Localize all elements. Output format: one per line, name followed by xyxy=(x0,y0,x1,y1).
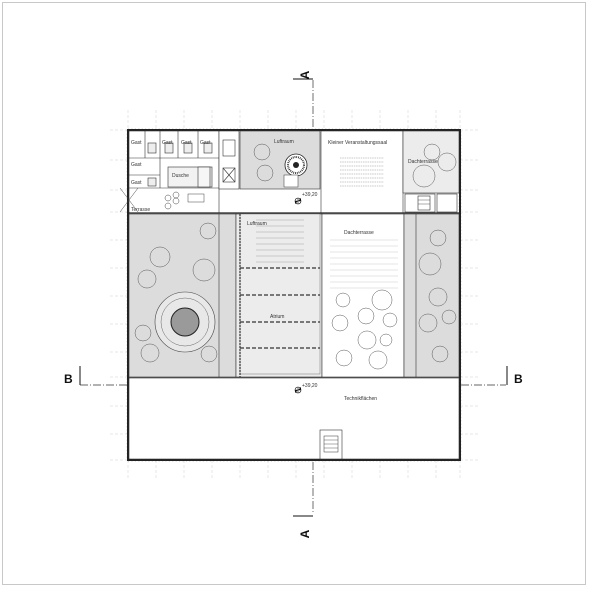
left-garden xyxy=(128,213,237,378)
room-label-gast-2: Gast xyxy=(162,140,173,146)
section-marker-a-top: A xyxy=(298,70,312,79)
room-label-kleiner-saal: Kleiner Veranstaltungssaal xyxy=(328,140,387,146)
small-event-hall xyxy=(320,130,404,214)
level-label-lower: +39,20 xyxy=(302,383,318,389)
room-label-gast-5: Gast xyxy=(131,162,142,168)
level-marker-lower xyxy=(294,386,302,394)
right-garden xyxy=(403,213,460,378)
section-arrows xyxy=(79,78,508,517)
stair-core-top-left xyxy=(218,130,240,190)
terrace-furniture xyxy=(119,187,205,213)
room-label-dachterrasse-mid: Dachterrasse xyxy=(344,230,374,236)
technical-area xyxy=(128,377,460,460)
room-label-gast-3: Gast xyxy=(181,140,192,146)
section-marker-b-right: B xyxy=(514,372,523,386)
drawing-frame xyxy=(2,2,586,585)
room-label-gast-4: Gast xyxy=(200,140,211,146)
room-label-dusche: Dusche xyxy=(172,173,189,179)
room-label-dachterrasse-top: Dachterrasse xyxy=(408,159,438,165)
atrium-zone xyxy=(235,213,323,378)
section-marker-b-left: B xyxy=(64,372,73,386)
level-marker-upper xyxy=(294,197,302,205)
level-label-upper: +39,20 xyxy=(302,192,318,198)
roof-terrace-middle xyxy=(321,213,405,378)
section-marker-a-bottom: A xyxy=(298,529,312,538)
room-label-gast-1: Gast xyxy=(131,140,142,146)
roof-terrace-top xyxy=(402,130,460,213)
room-label-luftraum-top: Luftraum xyxy=(274,139,294,145)
room-label-atrium: Atrium xyxy=(270,314,284,320)
luftraum-top xyxy=(239,130,321,190)
room-label-terrasse: Terrasse xyxy=(131,207,150,213)
room-label-luftraum-atrium: Luftraum xyxy=(247,221,267,227)
room-label-gast-6: Gast xyxy=(131,180,142,186)
room-label-technikflaechen: Technikflächen xyxy=(344,396,377,402)
